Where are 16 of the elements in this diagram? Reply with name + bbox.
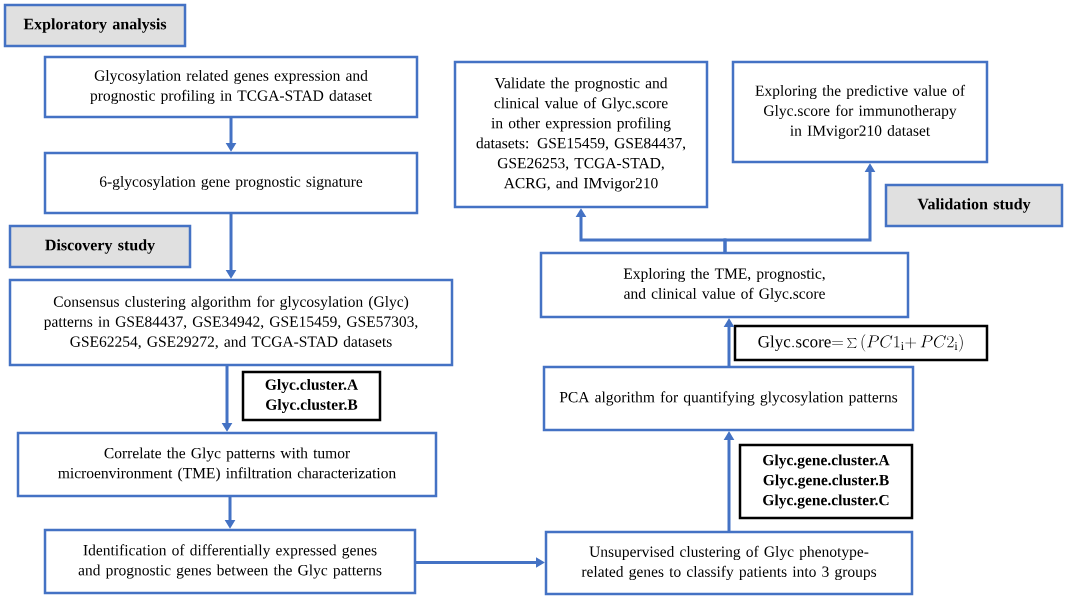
formula-box: $\mathrm{Glyc.score}{=}\sum\,(PC1_{\mathrm{i}}{+}\,PC2_{\mathrm{i}})$ (733, 324, 989, 362)
cluster-box: Glyc.gene.cluster.A Glyc.gene.cluster.B Glyc.gene.cluster.C (738, 443, 914, 520)
process-box: Consensus clustering algorithm for glycosylation (Glyc) patterns in GSE84437, GSE34942, GSE15459, GSE57303, GSE62254, GSE29272, and TCGA-STAD datasets (8, 278, 454, 367)
section-header: Discovery study (8, 224, 192, 269)
process-box: Exploring the TME, prognostic, and clinical value of Glyc.score (539, 251, 910, 319)
section-header: Exploratory analysis (3, 3, 187, 48)
process-box: Correlate the Glyc patterns with tumor microenvironment (TME) infiltration characterization (16, 431, 438, 498)
process-box: 6-glycosylation gene prognostic signature (43, 151, 419, 215)
process-box: Glycosylation related genes expression and prognostic profiling in TCGA-STAD dataset (43, 55, 419, 119)
process-box: Exploring the predictive value of Glyc.score for immunotherapy in IMvigor210 dataset (731, 60, 989, 164)
section-header: Validation study (884, 183, 1064, 228)
process-box: Unsupervised clustering of Glyc phenotype-related genes to classify patients into 3 groups (544, 530, 914, 596)
cluster-box: Glyc.cluster.A Glyc.cluster.B (241, 370, 382, 422)
process-box: PCA algorithm for quantifying glycosylation patterns (542, 365, 915, 432)
process-box: Identification of differentially expressed genes and prognostic genes between the Glyc patterns (43, 528, 417, 595)
process-box: Validate the prognostic and clinical value of Glyc.score in other expression profiling datasets: GSE15459, GSE84437, GSE26253, TCGA-STAD, ACRG, and IMvigor210 (453, 60, 709, 209)
